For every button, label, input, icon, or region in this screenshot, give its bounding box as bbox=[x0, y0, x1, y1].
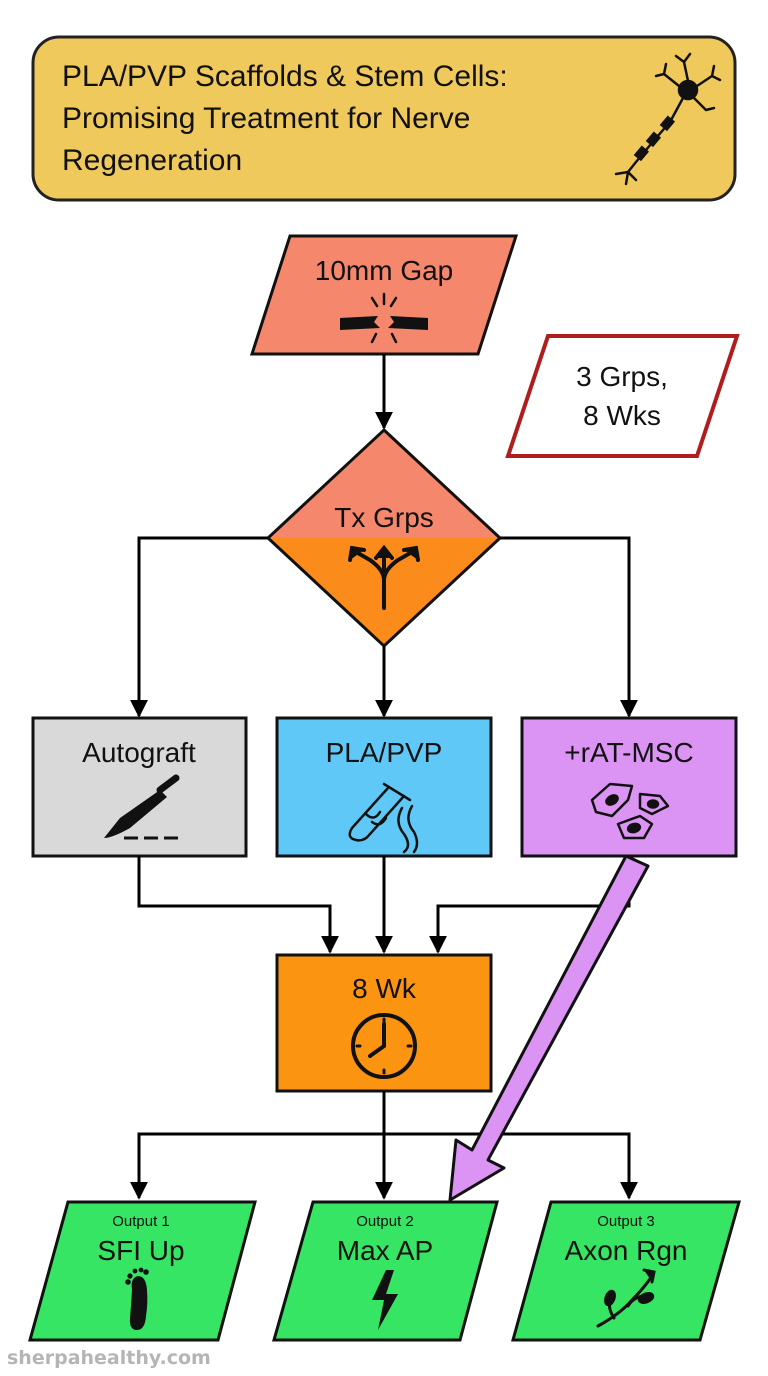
watermark: sherpahealthy.com bbox=[7, 1347, 211, 1369]
output-2-label: Max AP bbox=[337, 1235, 433, 1266]
test-tube-icon bbox=[348, 782, 419, 854]
gap-label: 10mm Gap bbox=[315, 255, 454, 286]
autograft-node: Autograft bbox=[31, 716, 248, 858]
gap-node: 10mm Gap bbox=[249, 234, 519, 356]
split-arrows-icon bbox=[348, 544, 420, 610]
decision-label: Tx Grps bbox=[334, 502, 434, 533]
note-line-2: 8 Wks bbox=[583, 400, 661, 431]
output-3-node: Output 3 Axon Rgn bbox=[511, 1200, 741, 1342]
arrow-wait-to-out1 bbox=[130, 1132, 384, 1200]
scalpel-icon bbox=[104, 774, 180, 840]
title-line-2: Promising Treatment for Nerve bbox=[62, 102, 470, 135]
clock-icon bbox=[351, 1013, 417, 1079]
arrow-decision-to-autograft bbox=[130, 536, 268, 718]
wait-label: 8 Wk bbox=[352, 973, 417, 1004]
arrow-autograft-to-wait bbox=[137, 856, 339, 954]
output-3-label: Axon Rgn bbox=[565, 1235, 688, 1266]
note-node: 3 Grps, 8 Wks bbox=[505, 334, 740, 458]
broken-nerve-icon bbox=[340, 292, 428, 344]
neuron-icon bbox=[614, 52, 722, 186]
note-line-1: 3 Grps, bbox=[576, 361, 668, 392]
arrow-decision-to-msc bbox=[500, 536, 638, 718]
output-1-label: SFI Up bbox=[97, 1235, 184, 1266]
title-box: PLA/PVP Scaffolds & Stem Cells: Promisin… bbox=[31, 35, 737, 202]
title-line-3: Regeneration bbox=[62, 144, 242, 177]
output-2-node: Output 2 Max AP bbox=[272, 1200, 499, 1342]
plapvp-node: PLA/PVP bbox=[275, 716, 493, 858]
emphasis-arrow bbox=[448, 854, 650, 1202]
output-1-node: Output 1 SFI Up bbox=[28, 1200, 257, 1342]
cells-icon bbox=[590, 782, 670, 840]
lightning-icon bbox=[372, 1270, 398, 1330]
footprint-icon bbox=[125, 1267, 149, 1330]
output-2-tag: Output 2 bbox=[356, 1213, 414, 1230]
msc-label: +rAT-MSC bbox=[564, 737, 693, 768]
autograft-label: Autograft bbox=[82, 737, 196, 768]
output-3-tag: Output 3 bbox=[597, 1213, 655, 1230]
wait-node: 8 Wk bbox=[275, 953, 493, 1093]
title-box-bg bbox=[31, 35, 737, 202]
output-1-tag: Output 1 bbox=[112, 1213, 170, 1230]
plapvp-label: PLA/PVP bbox=[326, 737, 443, 768]
arrow-wait-to-out3 bbox=[384, 1132, 638, 1200]
branch-icon bbox=[596, 1268, 656, 1328]
decision-node: Tx Grps bbox=[265, 427, 503, 649]
msc-node: +rAT-MSC bbox=[520, 716, 738, 858]
title-line-1: PLA/PVP Scaffolds & Stem Cells: bbox=[62, 60, 508, 93]
